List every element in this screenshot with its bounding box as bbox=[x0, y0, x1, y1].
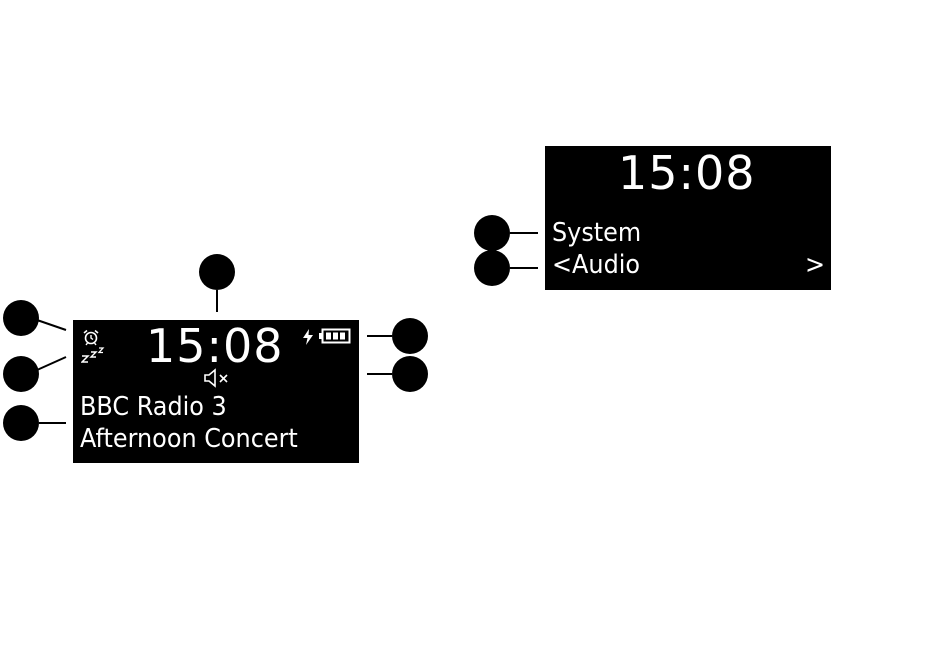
callout-marker-menu-item bbox=[474, 250, 510, 286]
callout-marker-time bbox=[199, 254, 235, 290]
callout-marker-snooze bbox=[3, 356, 39, 392]
callout-marker-battery bbox=[392, 318, 428, 354]
callout-marker-station bbox=[3, 405, 39, 441]
callout-marker-alarm bbox=[3, 300, 39, 336]
callout-leader-alarm bbox=[37, 320, 66, 330]
callout-marker-mute bbox=[392, 356, 428, 392]
callout-leader-snooze bbox=[37, 357, 66, 370]
callout-marker-menu-title bbox=[474, 215, 510, 251]
